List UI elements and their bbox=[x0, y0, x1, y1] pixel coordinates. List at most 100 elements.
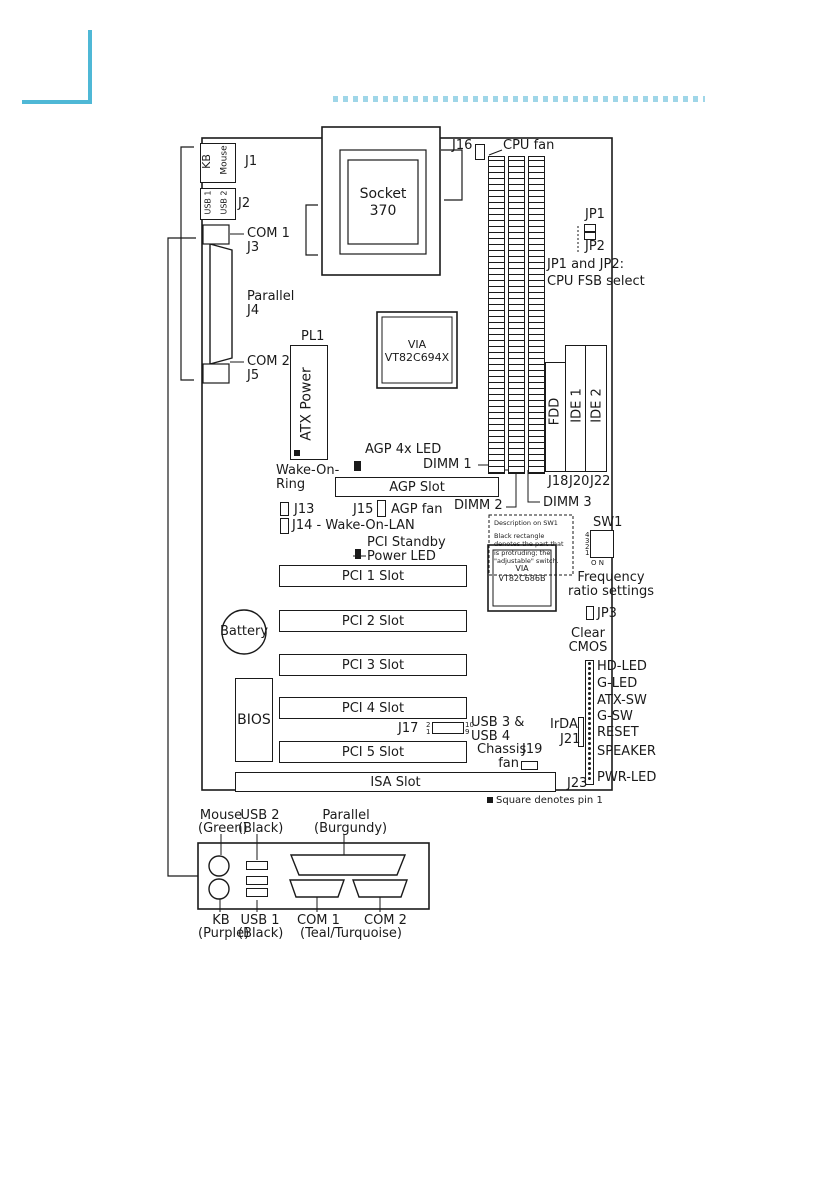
usb-port-stack bbox=[200, 188, 236, 220]
jp3-jumper bbox=[586, 606, 594, 620]
bp-usb1-label: USB 1(Black) bbox=[238, 913, 284, 941]
ide2-label: IDE 2 bbox=[589, 388, 605, 423]
header-corner-accent bbox=[22, 30, 94, 104]
hd-led-label: HD-LED bbox=[597, 659, 647, 674]
dimm2-label: DIMM 2 bbox=[454, 498, 503, 513]
j2-label: J2 bbox=[238, 196, 251, 211]
agp-led-label: AGP 4x LED bbox=[365, 442, 442, 457]
j18-label: J18 bbox=[548, 474, 569, 489]
mouse-port-label: Mouse bbox=[219, 145, 230, 175]
pin1-note: Square denotes pin 1 bbox=[487, 795, 603, 807]
sw1-num-4: 4 bbox=[585, 531, 590, 539]
kb-port-label: KB bbox=[199, 154, 213, 169]
jp1-jumper bbox=[584, 224, 596, 232]
j15-agp-fan-header bbox=[377, 500, 386, 517]
bp-com1-label: COM 1 bbox=[297, 913, 340, 928]
bp-com2-label: COM 2 bbox=[364, 913, 407, 928]
isa-slot: ISA Slot bbox=[235, 772, 556, 792]
g-led-label: G-LED bbox=[597, 676, 638, 691]
atx-sw-label: ATX-SW bbox=[597, 693, 647, 708]
dimm3-label: DIMM 3 bbox=[543, 495, 592, 510]
pci3-slot: PCI 3 Slot bbox=[279, 654, 467, 676]
jp1-label: JP1 bbox=[585, 207, 605, 222]
bp-usb2-port bbox=[246, 861, 268, 870]
jp2-jumper bbox=[584, 232, 596, 240]
fdd-label: FDD bbox=[547, 397, 563, 426]
pci2-slot: PCI 2 Slot bbox=[279, 610, 467, 632]
dimm-slot-1 bbox=[488, 156, 505, 474]
pin1-square-icon bbox=[487, 797, 493, 803]
pci4-slot: PCI 4 Slot bbox=[279, 697, 467, 719]
agp-slot: AGP Slot bbox=[335, 477, 499, 497]
wake-on-ring-label: Wake-On-Ring bbox=[276, 463, 340, 492]
usb34-label: USB 3 &USB 4 bbox=[471, 715, 525, 744]
j14-label: J14 - Wake-On-LAN bbox=[292, 518, 415, 533]
sw1-num-2: 2 bbox=[585, 543, 590, 551]
sw1-switch bbox=[590, 530, 614, 558]
pci1-slot: PCI 1 Slot bbox=[279, 565, 467, 587]
cpu-fan-label: CPU fan bbox=[503, 138, 555, 153]
jp1-jp2-description: JP1 and JP2:CPU FSB select bbox=[547, 257, 645, 289]
battery-label: Battery bbox=[219, 624, 269, 639]
pl1-label: PL1 bbox=[301, 329, 325, 344]
atx-power-pin1 bbox=[294, 450, 300, 456]
j23-outline bbox=[585, 660, 594, 785]
j17-pin1: 1 bbox=[426, 728, 431, 736]
j23-front-panel-header bbox=[588, 662, 591, 780]
j13-header bbox=[280, 502, 289, 516]
bp-mouse-label: Mouse(Green) bbox=[198, 808, 248, 836]
sw1-label: SW1 bbox=[593, 515, 623, 530]
j1-label: J1 bbox=[245, 154, 258, 169]
j16-label: J16 bbox=[452, 138, 473, 153]
dimm-slot-3 bbox=[528, 156, 545, 474]
bp-com-color-label: (Teal/Turquoise) bbox=[300, 926, 402, 941]
j17-pin9: 9 bbox=[465, 728, 470, 736]
pci5-slot: PCI 5 Slot bbox=[279, 741, 467, 763]
j20-label: J20 bbox=[569, 474, 590, 489]
speaker-label: SPEAKER bbox=[597, 744, 656, 759]
j17-pin2: 2 bbox=[426, 721, 431, 729]
atx-power-label: ATX Power bbox=[298, 367, 315, 441]
j13-label: J13 bbox=[294, 502, 315, 517]
pwr-led-label: PWR-LED bbox=[597, 770, 657, 785]
sw1-num-1: 1 bbox=[585, 549, 590, 557]
irda-label: IrDA bbox=[550, 717, 578, 732]
jp2-label: JP2 bbox=[585, 239, 605, 254]
j22-label: J22 bbox=[590, 474, 611, 489]
j21-label: J21 bbox=[560, 732, 581, 747]
sw1-description: Description on SW1 Black rectangle denot… bbox=[494, 519, 564, 565]
bp-parallel-label: Parallel(Burgundy) bbox=[314, 808, 388, 836]
bios-chip: BIOS bbox=[235, 678, 273, 762]
agp-4x-led bbox=[354, 461, 361, 471]
dimm1-label: DIMM 1 bbox=[423, 457, 472, 472]
g-sw-label: G-SW bbox=[597, 709, 633, 724]
dimm-slot-2 bbox=[508, 156, 525, 474]
j19-chassis-fan-header bbox=[521, 761, 538, 770]
bp-usb1b-port bbox=[246, 888, 268, 897]
j17-label: J17 bbox=[398, 721, 419, 736]
jp3-label: JP3 bbox=[597, 606, 617, 621]
ide2-connector bbox=[585, 345, 607, 472]
j17-usb-header bbox=[432, 722, 464, 734]
sw1-on-label: O N bbox=[591, 559, 604, 567]
usb1-port-label: USB 1 bbox=[203, 190, 213, 215]
j17-pin10: 10 bbox=[465, 721, 474, 729]
bp-usb1-port bbox=[246, 876, 268, 885]
ide1-label: IDE 1 bbox=[569, 388, 585, 423]
header-dotted-line bbox=[333, 96, 705, 102]
usb2-port-label: USB 2 bbox=[219, 190, 229, 215]
j19-label: J19 bbox=[522, 742, 543, 757]
j21-irda-header bbox=[578, 717, 584, 747]
kb-mouse-port-stack bbox=[200, 143, 236, 183]
atx-power-connector bbox=[290, 345, 328, 460]
agp-fan-label: AGP fan bbox=[391, 502, 443, 517]
